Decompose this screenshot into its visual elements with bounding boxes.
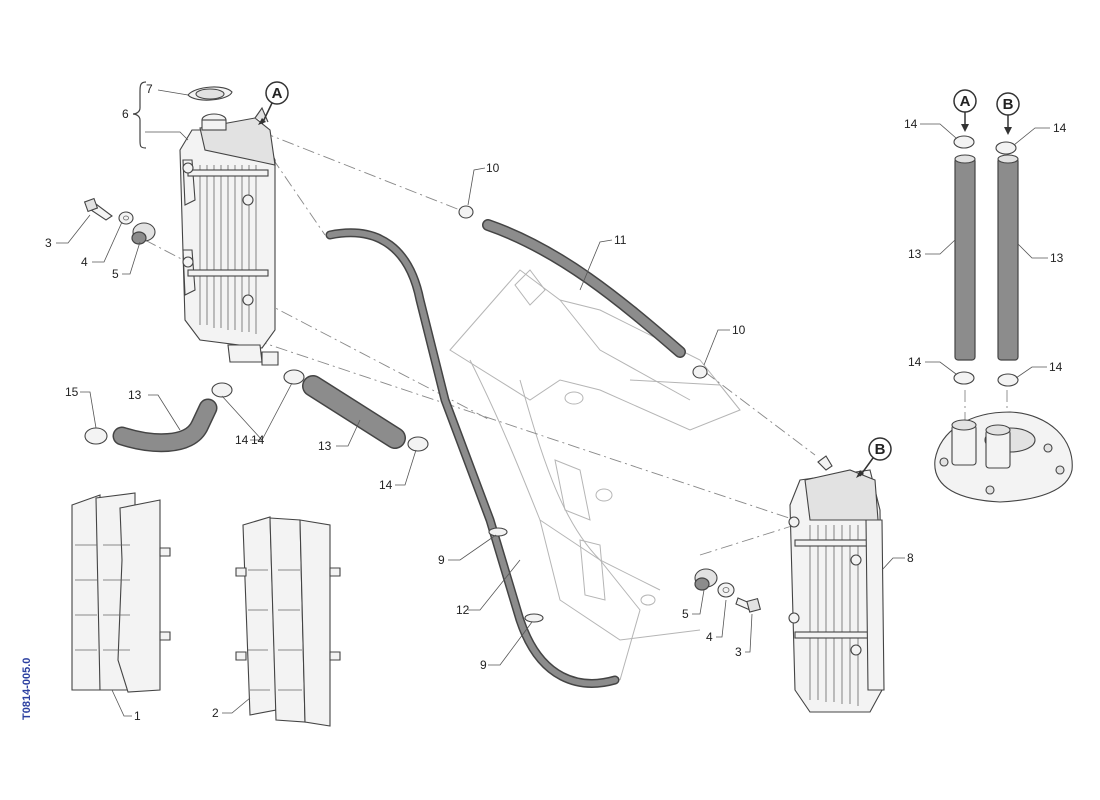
hose-straight — [302, 375, 406, 449]
leader-lines — [56, 89, 1050, 717]
part-labels: 7 6 3 4 5 10 11 10 15 13 14 14 13 14 14 … — [45, 82, 1067, 723]
group-brace-6 — [132, 81, 147, 149]
hose-upper — [482, 219, 686, 358]
motorcycle-frame — [449, 269, 741, 681]
hose-bent — [112, 398, 218, 453]
label-part-14: 14 — [1053, 121, 1067, 135]
hose-vertical-a — [954, 154, 976, 361]
label-part-3: 3 — [45, 236, 52, 250]
grommet-left — [131, 222, 156, 245]
label-part-9: 9 — [480, 658, 487, 672]
label-part-13: 13 — [908, 247, 922, 261]
callout-b-hose: B — [996, 92, 1020, 135]
bolt-left — [83, 197, 113, 221]
radiator-cap — [187, 86, 233, 131]
grommet-right — [694, 568, 718, 591]
callout-b-radiator: B — [856, 437, 892, 478]
label-part-2: 2 — [212, 706, 219, 720]
label-part-13: 13 — [128, 388, 142, 402]
label-part-5: 5 — [112, 267, 119, 281]
label-part-15: 15 — [65, 385, 79, 399]
label-part-10: 10 — [732, 323, 746, 337]
label-part-3: 3 — [735, 645, 742, 659]
radiator-louvre-right — [235, 516, 341, 727]
label-part-9: 9 — [438, 553, 445, 567]
label-part-8: 8 — [907, 551, 914, 565]
svg-text:A: A — [272, 85, 283, 102]
label-part-5: 5 — [682, 607, 689, 621]
label-part-14: 14 — [1049, 360, 1063, 374]
label-part-14: 14 — [379, 478, 393, 492]
left-radiator — [179, 106, 279, 366]
bolt-right — [735, 597, 762, 613]
svg-text:A: A — [960, 93, 971, 110]
label-part-12: 12 — [456, 603, 470, 617]
water-pump-cover — [934, 411, 1073, 503]
label-part-14: 14 — [904, 117, 918, 131]
drawing-code: T0814-005.0 — [21, 658, 33, 720]
label-part-4: 4 — [706, 630, 713, 644]
label-part-7: 7 — [146, 82, 153, 96]
label-part-14: 14 — [908, 355, 922, 369]
callout-a-radiator: A — [258, 81, 289, 125]
label-part-13: 13 — [1050, 251, 1064, 265]
label-part-10: 10 — [486, 161, 500, 175]
washer-right — [717, 582, 735, 598]
label-part-4: 4 — [81, 255, 88, 269]
label-part-11: 11 — [614, 233, 627, 247]
label-part-6: 6 — [122, 107, 129, 121]
svg-text:B: B — [1003, 96, 1014, 113]
label-part-14: 14 — [235, 433, 249, 447]
radiator-louvre-left — [71, 492, 171, 693]
callout-a-hose: A — [953, 89, 977, 132]
svg-text:B: B — [875, 441, 886, 458]
label-part-13: 13 — [318, 439, 332, 453]
washer-left — [118, 211, 134, 225]
right-radiator — [788, 455, 885, 713]
hose-vertical-b — [997, 154, 1019, 361]
label-part-1: 1 — [134, 709, 141, 723]
label-part-14: 14 — [251, 433, 265, 447]
vent-hose-long — [325, 228, 620, 688]
hose-clamps — [84, 135, 1019, 623]
